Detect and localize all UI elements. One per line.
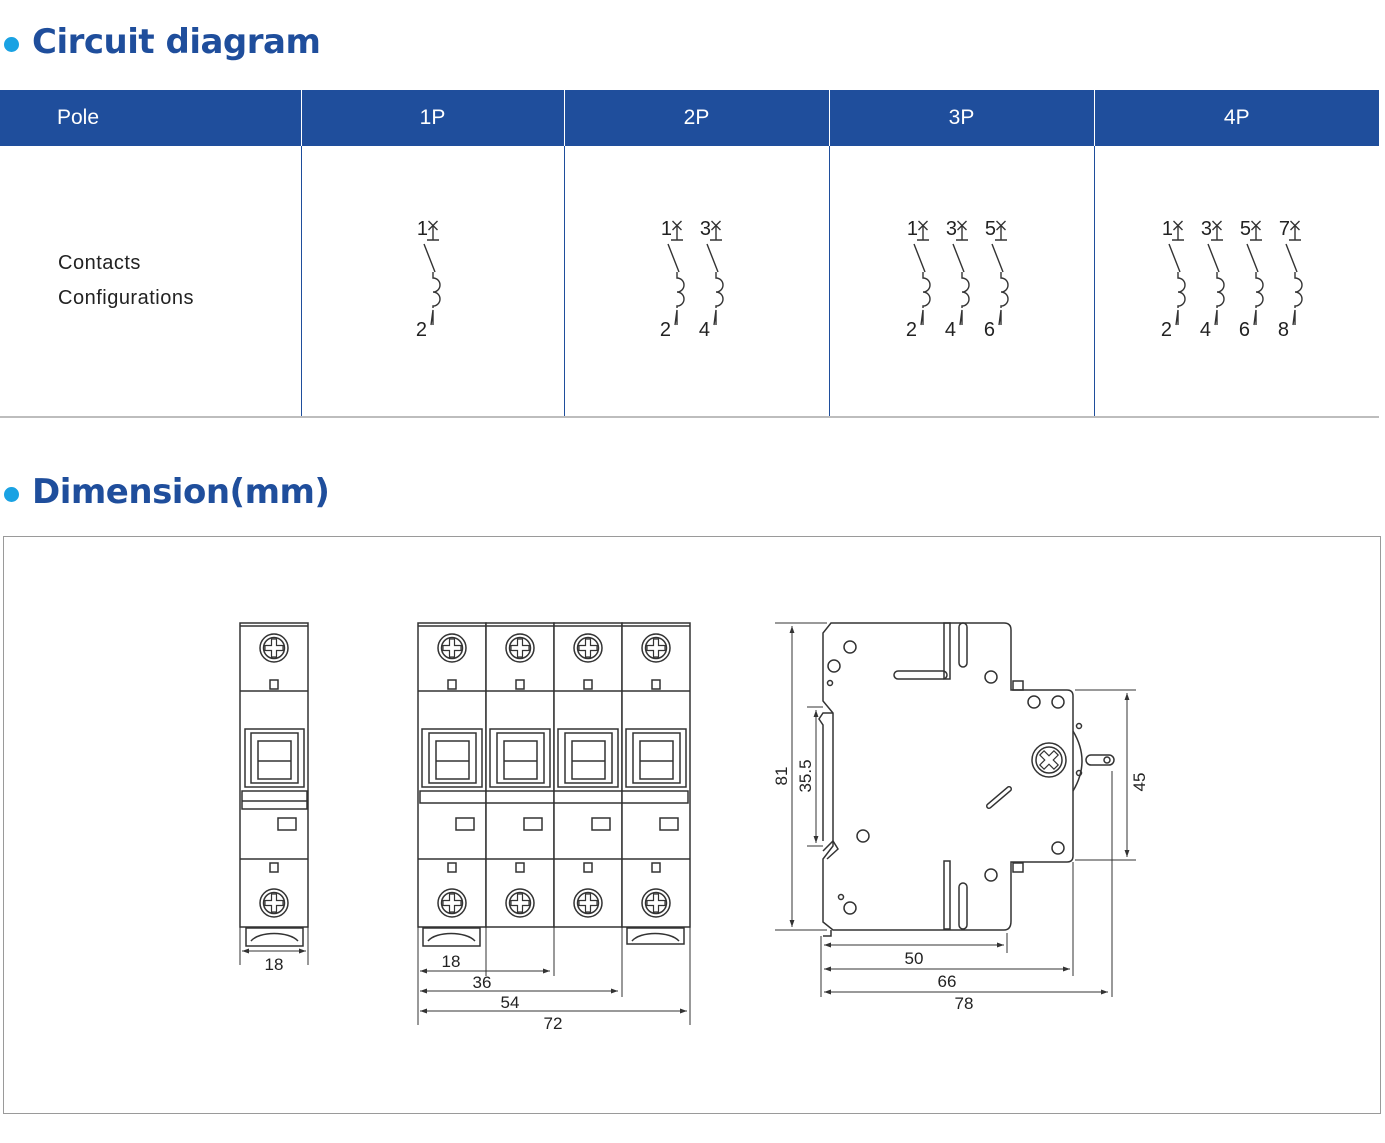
terminal-label: 8 [1278,319,1289,341]
switch-contact: 56 [1239,218,1264,341]
dimension-drawing: 18 18 [239,622,1149,1033]
circuit-diagram-heading: Circuit diagram [4,22,321,62]
switch-contact: 34 [944,218,970,341]
dim-label-50: 50 [905,949,924,968]
switch-contact: 12 [660,218,685,341]
dim-label-36: 36 [473,973,492,992]
dimension-heading: Dimension(mm) [4,472,330,512]
terminal-label: 7 [1279,218,1290,240]
terminal-label: 6 [983,319,994,341]
pole-module [417,622,487,928]
terminal-label: 1 [1162,218,1173,240]
four-pole-front-view: 18 36 54 72 [417,622,690,1033]
terminal-label: 2 [660,319,671,341]
terminal-label: 3 [1201,218,1212,240]
single-pole-front-view: 18 [239,622,309,974]
terminal-label: 4 [944,319,955,341]
header-2p: 2P [563,90,829,146]
dim-label-18: 18 [265,955,284,974]
terminal-label: 4 [1200,319,1211,341]
terminal-label: 2 [1161,319,1172,341]
circuit-diagram-title: Circuit diagram [32,22,321,62]
terminal-label: 2 [415,319,426,341]
dim-label-66: 66 [938,972,957,991]
side-screw-icon [1031,742,1067,778]
bullet-icon [4,36,19,52]
dim-label-54: 54 [501,993,520,1012]
bullet-icon [4,486,19,502]
dim-label-72: 72 [544,1014,563,1033]
switch-contact: 56 [983,218,1009,341]
terminal-label: 1 [906,218,917,240]
side-view: 81 35.5 45 50 66 78 [772,622,1149,1013]
header-3p: 3P [828,90,1094,146]
row-label-line: Configurations [58,287,194,309]
contacts-configurations-label: Contacts Configurations [0,146,301,418]
terminal-label: 5 [984,218,995,240]
terminal-label: 4 [699,319,710,341]
terminal-label: 6 [1239,319,1250,341]
header-4p: 4P [1093,90,1379,146]
terminal-label: 1 [661,218,672,240]
circuit-table-header-row: Pole 1P 2P 3P 4P [0,90,1379,146]
terminal-label: 5 [1240,218,1251,240]
schematic-1p: 12 [415,218,441,341]
header-pole: Pole [0,90,301,146]
terminal-label: 3 [700,218,711,240]
terminal-label: 3 [945,218,956,240]
header-1p: 1P [300,90,564,146]
terminal-label: 2 [905,319,916,341]
switch-contact: 12 [905,218,931,341]
dimension-title: Dimension(mm) [32,472,330,512]
dimension-drawing-frame: 18 18 [3,536,1381,1114]
dim-label-81: 81 [772,767,791,786]
dim-label-35-5: 35.5 [796,759,815,792]
terminal-label: 1 [416,218,427,240]
switch-contact: 34 [699,218,724,341]
dim-label-45: 45 [1130,773,1149,792]
switch-contact: 78 [1278,218,1303,341]
switch-contact: 12 [415,218,441,341]
circuit-table: Pole 1P 2P 3P 4P Contacts Configurations… [0,90,1379,418]
switch-contact: 12 [1161,218,1186,341]
terminal-screw-icon [259,633,289,663]
dim-label-18: 18 [442,952,461,971]
switch-contact: 34 [1200,218,1225,341]
row-label-line: Contacts [58,252,141,274]
terminal-screw-icon [259,888,289,918]
dim-label-78: 78 [955,994,974,1013]
